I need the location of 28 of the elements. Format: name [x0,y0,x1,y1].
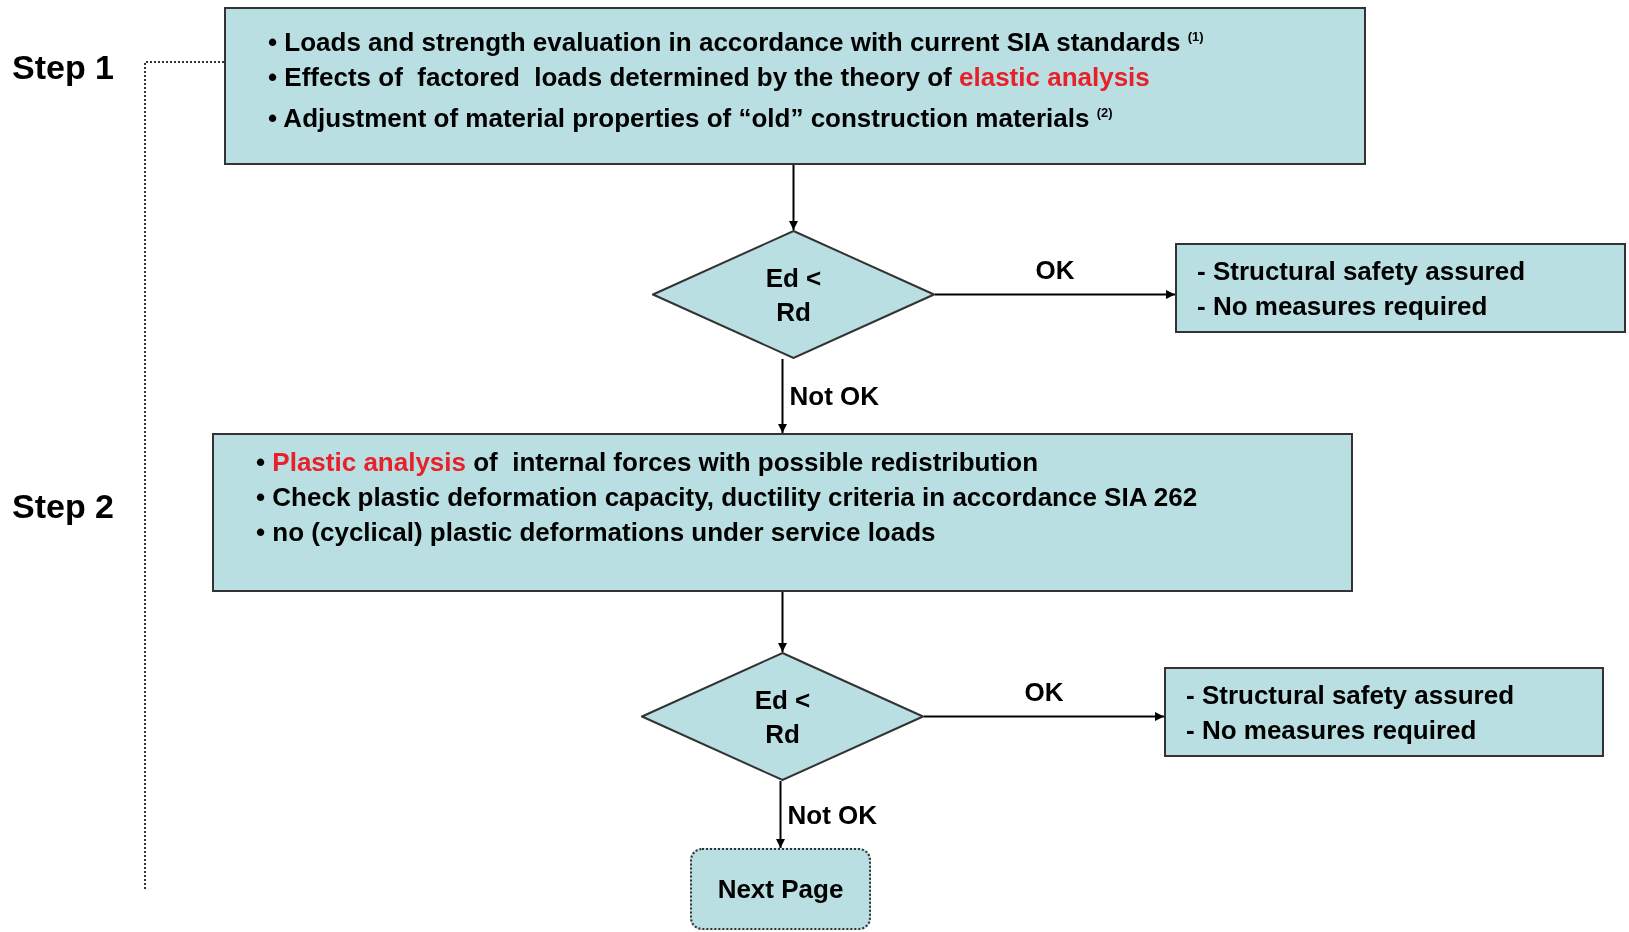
bullet-text: • Plastic analysis of internal forces with possible redistribution [256,446,1040,479]
condition-text: Ed < Rd [764,261,823,329]
result-box [1175,243,1626,333]
result-text: - Structural safety assured [1186,679,1514,712]
bullet-text: • Loads and strength evaluation in accordance with current SIA standards $^{(1)}$ [268,25,1205,59]
box-text: Next Page [717,872,844,906]
decision-diamond [652,230,935,359]
result-text: - Structural safety assured [1197,255,1525,288]
result-box [1164,667,1604,757]
bullet-text: • Effects of factored loads determined by the theory of elastic analysis [268,60,1151,94]
arrow [776,780,785,849]
bullet-text: • Check plastic deformation capacity, ductility criteria in accordance SIA 262 [256,481,1199,514]
step-label: Step 1 [12,48,115,87]
arrow [923,712,1165,721]
arrow [789,164,798,231]
result-text: - No measures required [1186,714,1477,747]
arrow [778,358,787,434]
result-text: - No measures required [1197,290,1488,323]
condition-text: Ed < Rd [753,683,812,751]
bullet-text: • no (cyclical) plastic deformations under service loads [256,516,937,549]
process-box [212,433,1353,592]
arrow [934,290,1176,299]
process-box [224,7,1366,165]
bullet-text: • Adjustment of material properties of “old” construction materials $^{(2)}$ [268,101,1114,135]
decision-diamond [641,652,924,781]
step-label: Step 2 [12,487,115,526]
next-page-box [690,848,871,930]
arrow [778,591,787,653]
